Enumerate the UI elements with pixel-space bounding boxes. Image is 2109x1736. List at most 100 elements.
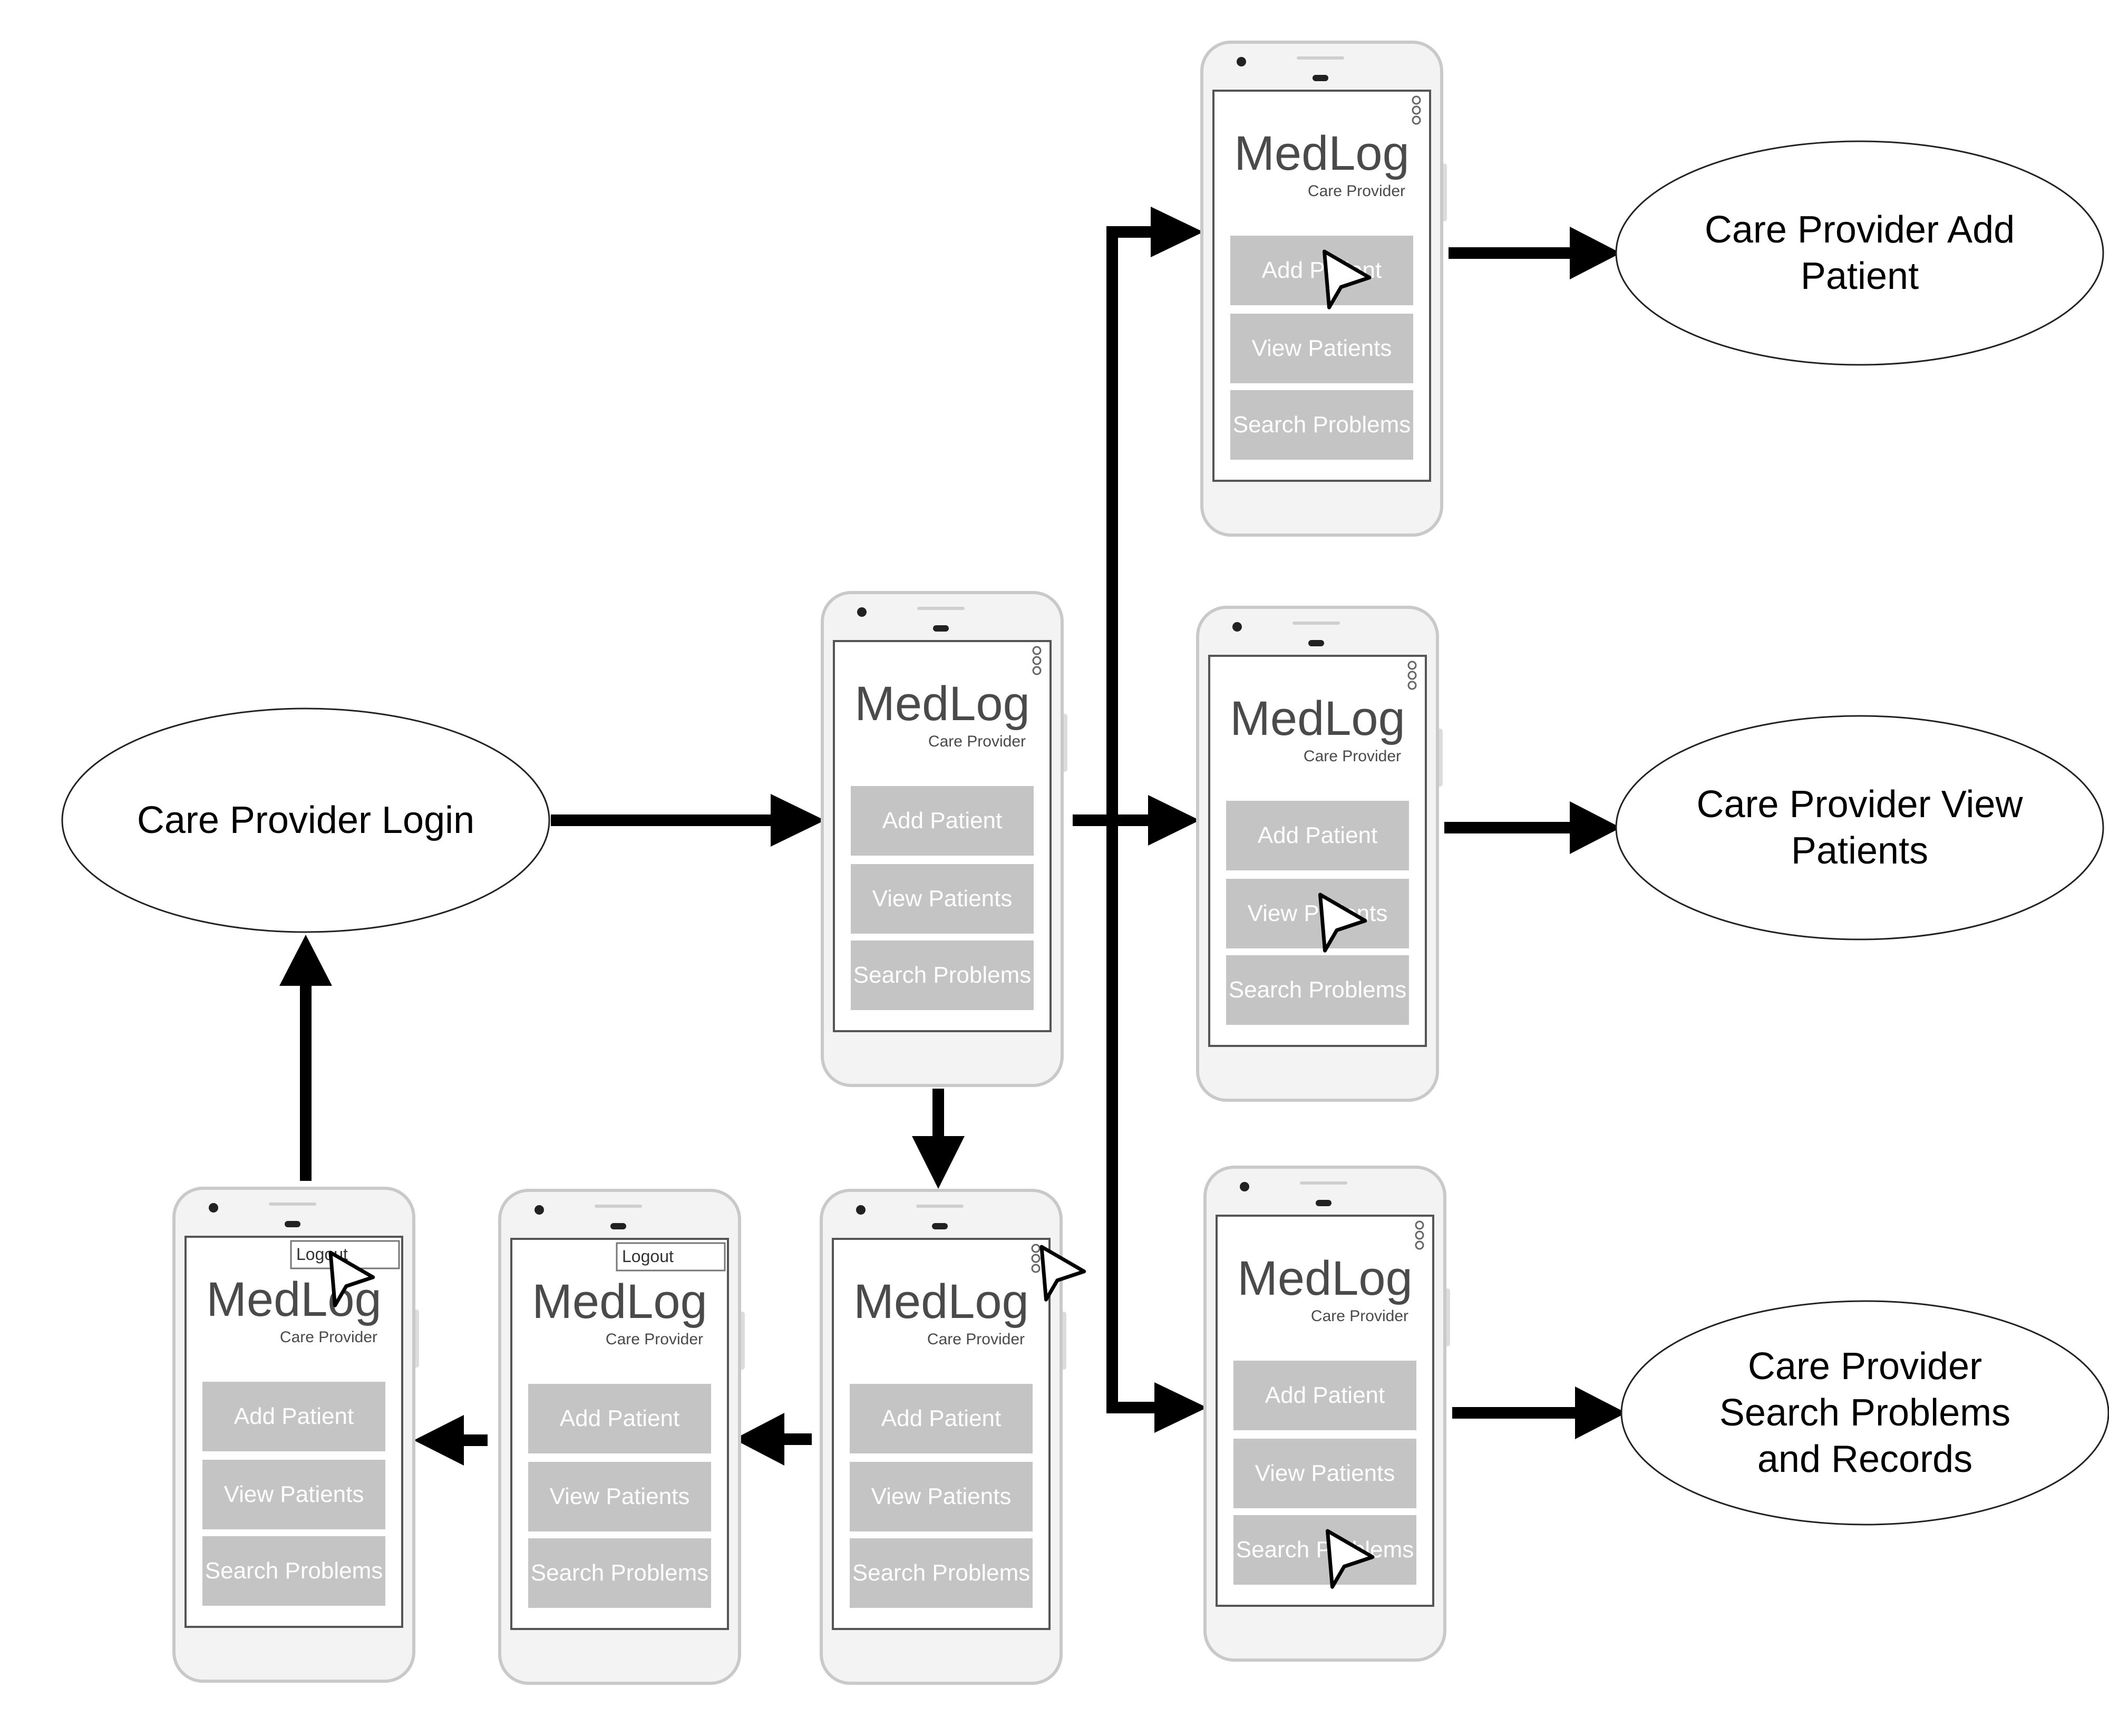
add-patient-button[interactable]: Add Patient	[1230, 236, 1413, 305]
button-background[interactable]	[851, 864, 1034, 934]
add-patient-button[interactable]: Add Patient	[851, 786, 1034, 856]
menu-dot	[1415, 1240, 1424, 1250]
search-problems-button[interactable]: Search Problems	[1230, 390, 1413, 460]
speaker-grille	[917, 607, 965, 610]
button-background[interactable]	[202, 1460, 385, 1529]
button-background[interactable]	[850, 1538, 1033, 1608]
pointer-cursor-icon	[1326, 1529, 1375, 1589]
node-label: Search Problems	[1719, 1392, 2010, 1434]
earpiece-sensor	[932, 1223, 948, 1229]
arrow-login-to-main	[551, 794, 825, 847]
app-logo-subtitle: Care Provider	[1304, 748, 1401, 765]
button-label: Add Patient	[881, 1405, 1002, 1431]
view-patients-button[interactable]: View Patients	[851, 864, 1034, 934]
earpiece-sensor	[610, 1223, 626, 1229]
menu-dot	[1032, 666, 1042, 675]
menu-dot	[1032, 646, 1042, 655]
button-background[interactable]	[1233, 1361, 1416, 1430]
button-label: Search Problems	[1236, 1537, 1414, 1563]
speaker-grille	[1297, 56, 1344, 60]
view-patients-button[interactable]: View Patients	[202, 1460, 385, 1529]
button-background[interactable]	[850, 1384, 1033, 1453]
add-patient-button[interactable]: Add Patient	[850, 1384, 1033, 1453]
node-label: and Records	[1757, 1438, 1972, 1480]
button-background[interactable]	[850, 1462, 1033, 1531]
app-logo-subtitle: Care Provider	[927, 1331, 1025, 1348]
arrow-menu-to-logout	[734, 1413, 812, 1466]
button-label: View Patients	[1252, 335, 1392, 361]
button-background[interactable]	[1226, 955, 1409, 1025]
button-background[interactable]	[202, 1536, 385, 1606]
app-logo-subtitle: Care Provider	[280, 1328, 377, 1346]
button-label: Search Problems	[205, 1558, 383, 1584]
speaker-grille	[1292, 622, 1340, 625]
view-patients-button[interactable]: View Patients	[1226, 879, 1409, 948]
button-background[interactable]	[1226, 879, 1409, 948]
search-problems-button[interactable]: Search Problems	[850, 1538, 1033, 1608]
button-label: Add Patient	[234, 1403, 354, 1429]
button-label: View Patients	[1255, 1460, 1395, 1486]
button-label: Search Problems	[853, 962, 1031, 988]
add-patient-button[interactable]: Add Patient	[1226, 801, 1409, 870]
view-patients-button[interactable]: View Patients	[850, 1462, 1033, 1531]
button-label: Search Problems	[1233, 412, 1411, 438]
button-background[interactable]	[202, 1382, 385, 1451]
add-patient-button[interactable]: Add Patient	[202, 1382, 385, 1451]
button-background[interactable]	[1233, 1439, 1416, 1508]
button-background[interactable]	[1230, 314, 1413, 383]
logout-box[interactable]	[616, 1242, 726, 1272]
button-label: Search Problems	[531, 1560, 708, 1586]
app-logo-subtitle: Care Provider	[606, 1331, 703, 1348]
button-background[interactable]	[1226, 801, 1409, 870]
button-label: Add Patient	[1265, 1382, 1385, 1408]
view-patients-button[interactable]: View Patients	[1230, 314, 1413, 383]
overflow-menu-icon[interactable]	[1412, 95, 1421, 125]
button-label: View Patients	[1248, 900, 1388, 926]
earpiece-sensor	[1308, 640, 1324, 646]
overflow-menu-icon[interactable]	[1407, 661, 1417, 690]
button-background[interactable]	[851, 940, 1034, 1010]
button-background[interactable]	[528, 1538, 711, 1608]
add-patient-button[interactable]: Add Patient	[1233, 1361, 1416, 1430]
app-logo-subtitle: Care Provider	[1308, 182, 1405, 200]
search-problems-button[interactable]: Search Problems	[202, 1536, 385, 1606]
menu-dot	[1407, 681, 1417, 690]
camera-icon	[1232, 622, 1242, 632]
node-label: Care Provider	[1748, 1345, 1982, 1388]
overflow-menu-icon[interactable]	[1031, 1244, 1041, 1273]
search-problems-button[interactable]: Search Problems	[1226, 955, 1409, 1025]
logout-menu-item[interactable]: Logout	[616, 1242, 726, 1272]
app-logo-subtitle: Care Provider	[1311, 1307, 1408, 1325]
earpiece-sensor	[285, 1221, 300, 1227]
arrow-to-view-patients	[1444, 801, 1621, 854]
button-background[interactable]	[528, 1462, 711, 1531]
button-background[interactable]	[1230, 390, 1413, 460]
search-problems-button[interactable]: Search Problems	[851, 940, 1034, 1010]
view-patients-button[interactable]: View Patients	[528, 1462, 711, 1531]
view-patients-button[interactable]: View Patients	[1233, 1439, 1416, 1508]
overflow-menu-icon[interactable]	[1032, 646, 1042, 675]
camera-icon	[1240, 1182, 1249, 1191]
camera-icon	[209, 1203, 218, 1213]
button-label: View Patients	[224, 1481, 364, 1507]
app-logo-title: MedLog	[532, 1275, 707, 1328]
button-label: View Patients	[872, 886, 1013, 911]
pointer-cursor-icon	[1318, 893, 1367, 953]
speaker-grille	[1300, 1181, 1347, 1185]
search-problems-button[interactable]: Search Problems	[528, 1538, 711, 1608]
button-background[interactable]	[1230, 236, 1413, 305]
button-background[interactable]	[528, 1384, 711, 1453]
overflow-menu-icon[interactable]	[1415, 1220, 1424, 1250]
button-background[interactable]	[1233, 1515, 1416, 1585]
search-problems-button[interactable]: Search Problems	[1233, 1515, 1416, 1585]
app-logo-title: MedLog	[853, 1275, 1028, 1328]
add-patient-button[interactable]: Add Patient	[528, 1384, 711, 1453]
button-background[interactable]	[851, 786, 1034, 856]
